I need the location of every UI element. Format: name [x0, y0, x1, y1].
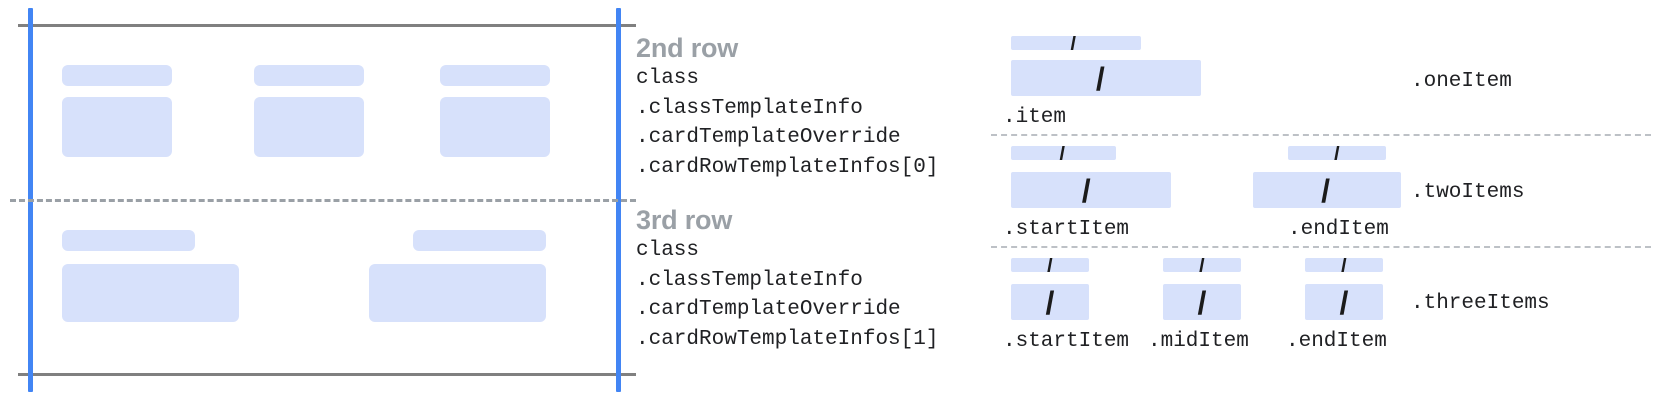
item-caption: .startItem	[1003, 218, 1130, 241]
placeholder-bar	[254, 65, 364, 86]
item-bar: /	[1288, 146, 1386, 160]
slash-glyph: /	[1047, 258, 1053, 272]
item-caption: .midItem	[1148, 330, 1249, 353]
slash-glyph: /	[1095, 60, 1105, 96]
slash-glyph: /	[1045, 284, 1055, 320]
slash-glyph: /	[1334, 146, 1340, 160]
item-bar: /	[1011, 36, 1141, 50]
code-line: class	[636, 67, 700, 90]
placeholder-bar	[62, 65, 172, 86]
item-body: /	[1253, 172, 1401, 208]
code-line: .cardTemplateOverride	[636, 126, 901, 149]
slash-glyph: /	[1081, 172, 1091, 208]
slash-glyph: /	[1070, 36, 1077, 50]
text-column-row3: 3rd row class .classTemplateInfo .cardTe…	[636, 205, 938, 354]
code-line: .classTemplateInfo	[636, 268, 863, 292]
placeholder-body	[369, 264, 546, 322]
band-separator	[991, 134, 1651, 136]
item-body: /	[1011, 60, 1201, 96]
item-caption: .startItem	[1003, 330, 1130, 353]
card-top-rule	[18, 24, 636, 27]
card-bottom-rule	[18, 373, 636, 376]
slash-glyph: /	[1059, 146, 1066, 160]
text-column-row2: 2nd row class .classTemplateInfo .cardTe…	[636, 33, 938, 182]
item-bar: /	[1163, 258, 1241, 272]
placeholder-bar	[413, 230, 546, 251]
placeholder-body	[62, 97, 172, 157]
placeholder-body	[440, 97, 550, 157]
placeholder-bar	[440, 65, 550, 86]
item-body: /	[1163, 284, 1241, 320]
row-separator-main	[10, 199, 636, 202]
item-bar: /	[1011, 146, 1116, 160]
item-body: /	[1305, 284, 1383, 320]
slash-glyph: /	[1199, 258, 1205, 272]
item-body: /	[1011, 284, 1089, 320]
code-line: .classTemplateInfo	[636, 96, 863, 120]
item-body: /	[1011, 172, 1171, 208]
code-line: .cardRowTemplateInfos[1]	[636, 327, 939, 351]
slash-glyph: /	[1339, 284, 1349, 320]
item-bar: /	[1011, 258, 1089, 272]
variant-label: .oneItem	[1411, 70, 1512, 93]
placeholder-body	[254, 97, 364, 157]
slash-glyph: /	[1321, 172, 1330, 208]
variant-label: .threeItems	[1411, 292, 1550, 315]
item-caption: .endItem	[1286, 330, 1387, 353]
item-caption: .endItem	[1288, 218, 1389, 241]
slash-glyph: /	[1197, 284, 1207, 320]
placeholder-bar	[62, 230, 195, 251]
code-line: .cardTemplateOverride	[636, 298, 901, 321]
row-title: 3rd row	[636, 205, 733, 235]
code-line: class	[636, 239, 700, 262]
item-bar: /	[1305, 258, 1383, 272]
row-title: 2nd row	[636, 33, 739, 63]
variant-label: .twoItems	[1411, 181, 1525, 204]
item-caption: .item	[1003, 106, 1067, 129]
band-separator	[991, 246, 1651, 248]
slash-glyph: /	[1341, 258, 1347, 272]
placeholder-body	[62, 264, 239, 322]
code-line: .cardRowTemplateInfos[0]	[636, 155, 939, 179]
